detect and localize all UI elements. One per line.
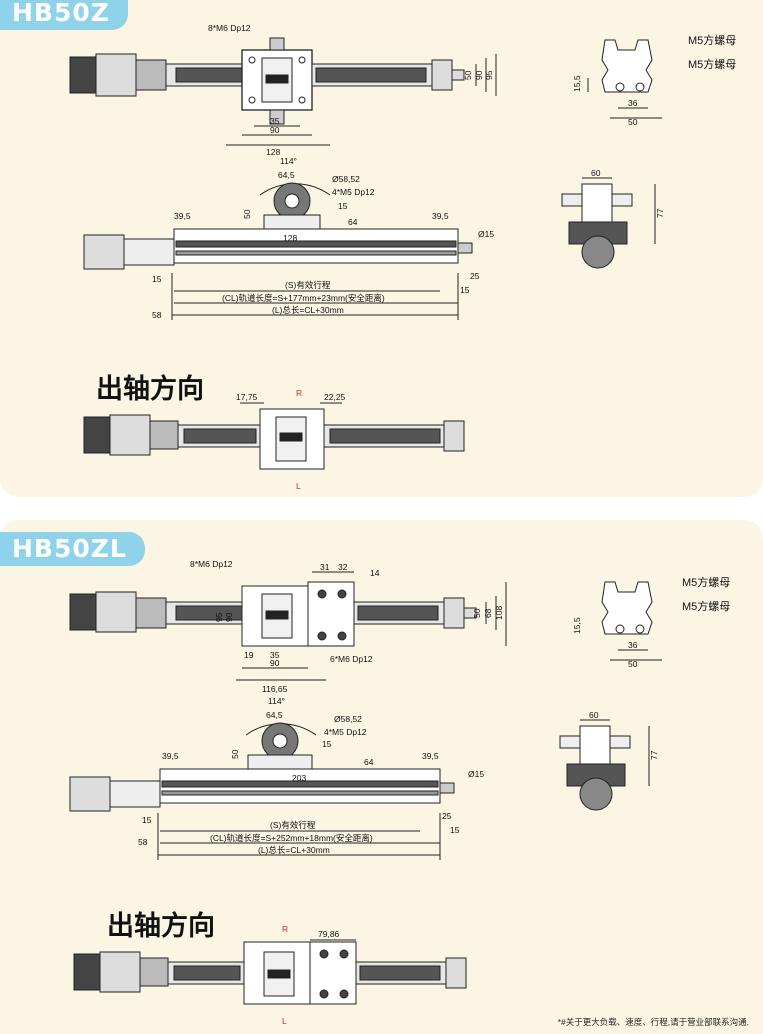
dim-68: 68 (483, 608, 493, 618)
dia-label: Ø58,52 (334, 714, 362, 724)
dim-60: 60 (591, 170, 601, 178)
dim-79-86: 79,86 (318, 929, 340, 939)
total-length-label: (L)总长=CL+30mm (258, 845, 330, 855)
dim-50: 50 (463, 70, 473, 80)
dia-label: Ø58,52 (332, 174, 360, 184)
dim-39-5-right: 39,5 (432, 211, 449, 221)
dim-50: 50 (230, 749, 240, 759)
dim-15-5: 15,5 (572, 617, 582, 634)
model-badge: HB50Z (0, 0, 128, 30)
rail-length-label: (CL)轨道长度=S+177mm+23mm(安全距离) (222, 293, 385, 303)
nut-label-2: M5方螺母 (688, 57, 736, 71)
dim-22-25: 22,25 (324, 392, 346, 402)
end-view-drawing: 60 77 (559, 712, 659, 811)
dim-95: 95 (214, 612, 224, 622)
dim-90: 90 (270, 125, 280, 135)
dim-128: 128 (266, 147, 280, 157)
dim-15: 15 (322, 739, 332, 749)
nut-label-2: M5方螺母 (682, 599, 730, 613)
dim-39-5-left: 39,5 (174, 211, 191, 221)
nut-label-1: M5方螺母 (682, 575, 730, 589)
dim-35: 35 (270, 116, 280, 126)
rail-length-label: (CL)轨道长度=S+252mm+18mm(安全距离) (210, 833, 373, 843)
dim-15-left: 15 (152, 274, 162, 284)
dim-39-5-left: 39,5 (162, 751, 179, 761)
holes-label-2: 6*M6 Dp12 (330, 654, 373, 664)
dim-31: 31 (320, 562, 330, 572)
holes-label: 8*M6 Dp12 (208, 23, 251, 33)
dim-36: 36 (628, 98, 638, 108)
profile-drawing: M5方螺母 M5方螺母 15,5 36 50 (572, 33, 736, 127)
nut-label-1: M5方螺母 (688, 33, 736, 47)
dim-50: 50 (628, 659, 638, 669)
end-view-drawing: 60 77 (561, 170, 665, 269)
dim-14: 14 (370, 568, 380, 578)
holes-label: 4*M5 Dp12 (324, 727, 367, 737)
dim-19: 19 (244, 650, 254, 660)
stroke-label: (S)有效行程 (285, 280, 331, 290)
dim-15-right: 15 (460, 285, 470, 295)
stroke-label: (S)有效行程 (270, 820, 316, 830)
right-direction-label: R (282, 924, 288, 934)
output-shaft-heading: 出轴方向 (96, 374, 204, 405)
dim-15: 15 (338, 201, 348, 211)
holes-label: 8*M6 Dp12 (190, 559, 233, 569)
dim-77: 77 (649, 750, 659, 760)
dim-15-left: 15 (142, 815, 152, 825)
dim-50: 50 (242, 209, 252, 219)
motor-body (69, 56, 97, 94)
dim-64: 64 (348, 217, 358, 227)
shaft-dia: Ø15 (478, 229, 494, 239)
total-length-label: (L)总长=CL+30mm (272, 305, 344, 315)
dim-90h: 90 (270, 658, 280, 668)
dim-25: 25 (442, 811, 452, 821)
profile-drawing: M5方螺母 M5方螺母 15,5 36 50 (572, 575, 730, 669)
dim-60: 60 (589, 712, 599, 720)
dim-32: 32 (338, 562, 348, 572)
dim-90v: 90 (474, 70, 484, 80)
dim-15-5: 15,5 (572, 75, 582, 92)
dim-108: 108 (494, 606, 504, 620)
dim-90: 90 (224, 612, 234, 622)
dim-50: 50 (628, 117, 638, 127)
dim-77: 77 (655, 208, 665, 218)
dim-17-75: 17,75 (236, 392, 258, 402)
angle-label: 114° (280, 156, 297, 166)
dim-25: 25 (470, 271, 480, 281)
dim-116-65: 116,65 (262, 684, 288, 694)
dim-203: 203 (292, 773, 306, 783)
dim-95: 95 (484, 70, 494, 80)
dim-58: 58 (138, 837, 148, 847)
dim-15-right: 15 (450, 825, 460, 835)
angle-label: 114° (268, 696, 285, 706)
top-view-drawing: 8*M6 Dp12 31 32 14 95 90 19 35 90 116,65… (69, 559, 507, 694)
dim-64-5: 64,5 (278, 170, 295, 180)
dim-128: 128 (283, 233, 297, 243)
side-view-drawing: 114° 64,5 Ø58,52 4*M5 Dp12 50 15 64 39,5… (69, 696, 484, 860)
hb50z-panel: HB50Z (0, 0, 763, 497)
direction-view-drawing: 17,75 22,25 R L (83, 388, 465, 491)
dim-36: 36 (628, 640, 638, 650)
left-direction-label: L (282, 1016, 287, 1026)
side-view-drawing: 114° 64,5 Ø58,52 4*M5 Dp12 50 15 64 39,5… (83, 156, 494, 320)
dim-58: 58 (152, 310, 162, 320)
output-shaft-heading: 出轴方向 (107, 911, 215, 942)
dim-64: 64 (364, 757, 374, 767)
dim-35: 35 (270, 650, 280, 660)
right-direction-label: R (296, 388, 302, 398)
holes-label: 4*M5 Dp12 (332, 187, 375, 197)
dim-64-5: 64,5 (266, 710, 283, 720)
model-badge: HB50ZL (0, 532, 145, 566)
footnote: *#关于更大负载、速度、行程,请于营业部联系沟通. (557, 1017, 749, 1027)
direction-view-drawing: 79,86 R L (73, 924, 467, 1026)
hb50zl-panel: HB50ZL 8*M6 Dp12 31 32 (0, 520, 763, 1034)
left-direction-label: L (296, 481, 301, 491)
top-view-drawing: 8*M6 Dp12 35 90 128 50 90 95 (69, 23, 497, 157)
dim-50: 50 (472, 608, 482, 618)
shaft-dia: Ø15 (468, 769, 484, 779)
dim-39-5-right: 39,5 (422, 751, 439, 761)
